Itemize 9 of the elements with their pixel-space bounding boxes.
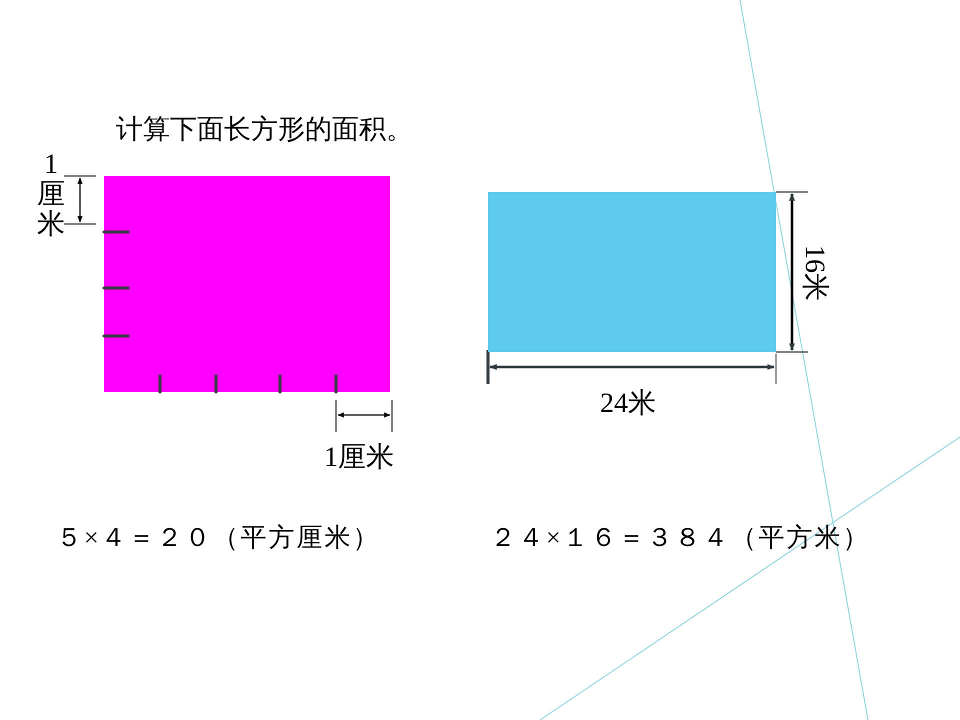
title: 计算下面长方形的面积。 — [116, 116, 413, 143]
rectangle — [104, 176, 390, 392]
dimension-label: 24米 — [600, 390, 656, 418]
dimension-label: 1厘米 — [324, 444, 394, 472]
dimension-label: 16米 — [799, 245, 829, 301]
formula: ２４×１６＝３８４（平方米） — [490, 525, 871, 551]
dimension-label: 1厘米 — [37, 150, 65, 240]
formula: ５×４＝２０（平方厘米） — [56, 525, 381, 551]
rectangle — [488, 192, 776, 352]
